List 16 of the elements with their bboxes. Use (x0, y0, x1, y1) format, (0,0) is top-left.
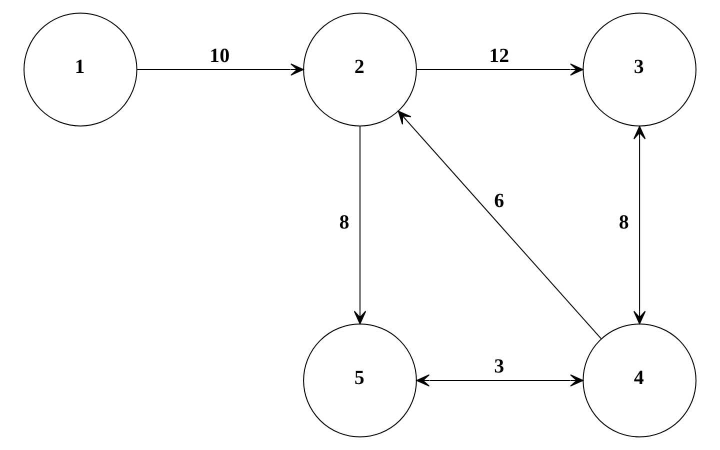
arrow (416, 374, 584, 387)
arrow (633, 126, 646, 324)
edge-label: 8 (339, 212, 350, 234)
edge-label: 10 (210, 44, 230, 67)
node-circle: 5 (303, 324, 417, 438)
arrow (137, 63, 304, 76)
node-circle: 4 (582, 324, 696, 438)
edge-label: 8 (618, 212, 629, 234)
edge-label: 6 (494, 190, 504, 212)
edge-label: 12 (489, 44, 510, 67)
arrow (416, 63, 584, 76)
edge-label: 3 (494, 356, 504, 378)
arrow (354, 126, 366, 324)
node-circle: 3 (582, 12, 696, 126)
node-circle: 1 (24, 12, 138, 126)
arrow (398, 110, 602, 339)
